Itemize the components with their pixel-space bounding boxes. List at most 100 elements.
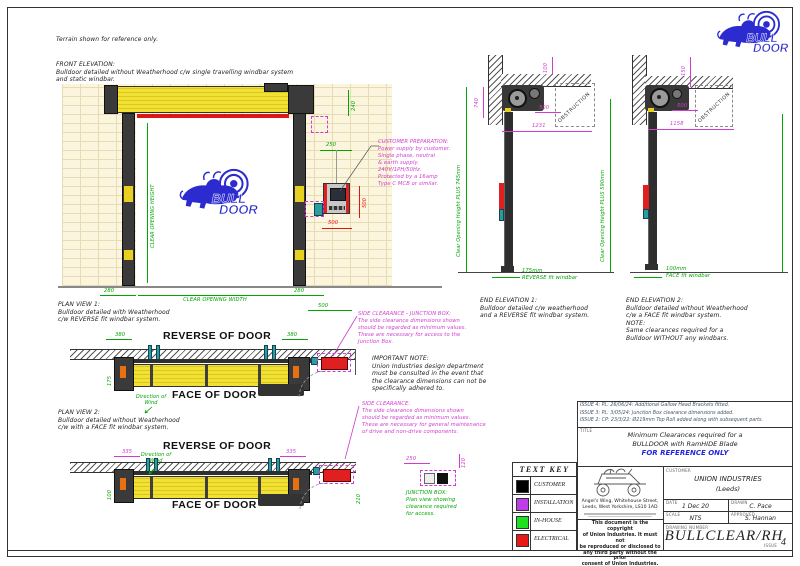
roller-detail — [120, 366, 126, 378]
text-key-header: TEXT KEY — [513, 463, 576, 477]
windbar-bracket — [264, 345, 268, 360]
dim-280-right: 280 — [294, 288, 305, 294]
wall-hatch — [632, 55, 647, 125]
drawing-title-line1: Minimum Clearances required for a — [627, 431, 743, 439]
dim-1231: 1231 — [532, 123, 546, 129]
guide-foot — [501, 266, 514, 272]
panel-screen — [330, 188, 346, 201]
customer-location: (Leeds) — [715, 485, 741, 493]
for-reference-only: FOR REFERENCE ONLY — [641, 449, 729, 457]
clearance-zone — [317, 353, 351, 372]
guide-red-detail — [643, 185, 649, 209]
curtain-post — [150, 477, 153, 498]
tk-divider — [513, 494, 576, 495]
approved-value: S. Hannan — [745, 514, 776, 522]
column-sensor — [295, 186, 304, 202]
guide-teal-detail — [643, 209, 649, 219]
chain-guard — [648, 108, 654, 113]
roller-detail — [293, 366, 299, 378]
dim-500-panel-h: 500 — [328, 220, 339, 226]
key-swatch-in-house — [516, 516, 529, 529]
title-block — [577, 401, 793, 551]
bulldoor-logo-icon — [716, 10, 790, 54]
address-line2: Leeds, West Yorkshire, LS10 1AD — [582, 505, 658, 510]
dim-line — [100, 295, 136, 296]
issue-history: ISSUE 4: PL: 26/06/24: Additional Gallow… — [580, 402, 763, 425]
door-top-rail — [116, 359, 312, 363]
dim-line — [106, 339, 132, 340]
face-of-door-label: FACE OF DOOR — [172, 499, 257, 511]
dim-clear-opening-height: CLEAR OPENING HEIGHT — [150, 184, 156, 248]
panel-buttons — [329, 206, 345, 210]
dim-line — [634, 277, 662, 278]
dim-line — [690, 57, 691, 87]
key-swatch-electrical — [516, 534, 529, 547]
windbar-bracket — [156, 345, 160, 360]
drawing-title-line2: BULLDOOR with RamHIDE Blade — [632, 440, 738, 448]
curtain-post — [205, 477, 208, 498]
dim-100: 100 — [107, 489, 113, 500]
windbar-bracket — [148, 345, 152, 360]
height-note-left: Clear Opening Height PLUS 745mm — [456, 164, 462, 257]
tb-divider — [663, 466, 664, 551]
control-panel — [323, 183, 350, 214]
dim-line — [114, 456, 140, 457]
dim-line — [290, 295, 324, 296]
dim-line — [404, 463, 430, 464]
terrain-note: Terrain shown for reference only. — [56, 36, 159, 43]
dim-line — [322, 228, 352, 229]
side-clearance-junction-note: SIDE CLEARANCE - JUNCTION BOX: The side … — [358, 311, 467, 345]
hood-end-cap-right — [288, 85, 314, 114]
roller-detail — [120, 478, 126, 490]
conduit-line — [336, 150, 337, 183]
dim-line — [672, 110, 698, 111]
floor-line — [458, 272, 614, 274]
tb-divider — [577, 519, 663, 520]
tb-divider — [663, 523, 793, 524]
roller-detail — [293, 478, 299, 490]
side-clearance-note: SIDE CLEARANCE: The side clearance dimen… — [362, 401, 486, 435]
junction-box-zone — [311, 116, 328, 133]
scale-label: SCALE — [666, 512, 681, 517]
guide-red-detail — [499, 183, 504, 209]
isolator-box — [314, 203, 323, 216]
hood-end-cap-left — [104, 85, 118, 114]
tb-divider — [728, 499, 729, 523]
dim-210: 210 — [356, 493, 362, 504]
dim-clear-opening-width: CLEAR OPENING WIDTH — [183, 297, 247, 303]
panel-red-strip — [346, 184, 349, 213]
tb-divider — [577, 427, 793, 428]
dim-500: 500 — [539, 105, 550, 111]
issue-row: ISSUE 2: CP: 23/3/22: Ø219mm Top Roll ad… — [580, 418, 764, 424]
key-label-electrical: ELECTRICAL — [534, 536, 569, 542]
end-elevation-2-caption: END ELEVATION 2: Bulldoor detailed witho… — [626, 297, 748, 342]
chain-guard — [505, 108, 511, 113]
dim-335-right: 335 — [286, 449, 297, 455]
dim-100: 100 — [543, 62, 549, 73]
dim-line — [483, 87, 484, 118]
customer-name: UNION INDUSTRIES — [694, 475, 762, 483]
dim-335-left: 335 — [122, 449, 133, 455]
clearance-zone — [319, 465, 354, 484]
drive-motor — [258, 494, 304, 506]
drawing-number-label: DRAWING NUMBER — [666, 524, 709, 530]
curtain-post — [150, 365, 153, 386]
key-swatch-installation — [516, 498, 529, 511]
panel-red-strip — [324, 184, 327, 213]
dim-line — [138, 295, 290, 296]
junction-box-cover — [437, 473, 448, 484]
copyright-note: This document is the copyright of Union … — [579, 521, 661, 566]
door-guide — [504, 112, 513, 270]
drive-sprocket — [529, 88, 540, 99]
tk-divider — [530, 476, 531, 550]
dim-250: 250 — [406, 456, 417, 462]
windbar-note-1: 175mm REVERSE fit windbar — [522, 268, 578, 281]
dim-line — [535, 112, 561, 113]
floor-line — [630, 272, 788, 274]
drive-sprocket — [672, 89, 682, 99]
junction-box-body — [424, 473, 435, 484]
control-panel-plan — [321, 357, 348, 370]
guide-teal-detail — [499, 209, 504, 221]
important-note: IMPORTANT NOTE: Union Industries design … — [372, 355, 487, 393]
